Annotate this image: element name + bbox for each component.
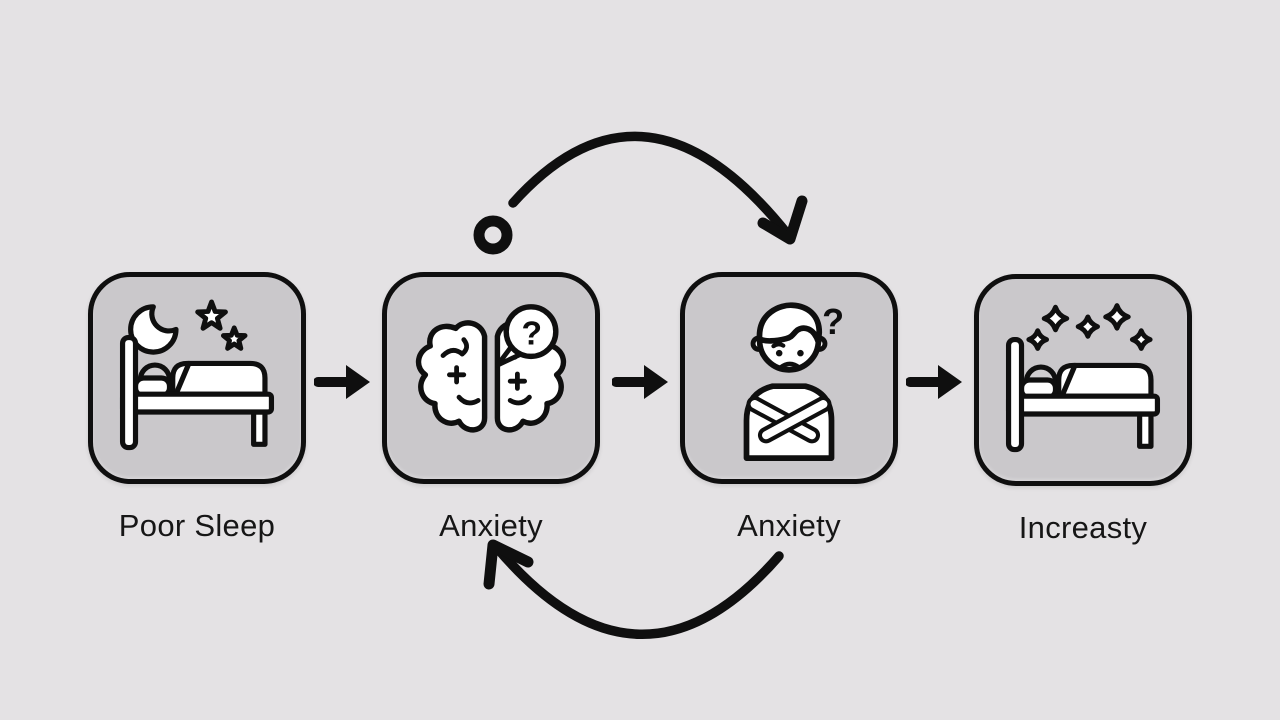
right-arrow-icon	[314, 365, 370, 399]
cycle-start-ring-icon	[473, 215, 513, 255]
node-box: ?	[680, 272, 898, 484]
bed-frame	[119, 391, 275, 415]
frown-mouth	[777, 361, 802, 371]
node-increasty: Increasty	[974, 274, 1192, 545]
node-label: Poor Sleep	[118, 508, 276, 543]
right-arrow-icon	[612, 365, 668, 399]
floating-question-mark: ?	[822, 301, 844, 342]
node-anxiety-brain: ? Anxiety	[382, 272, 600, 543]
bed-leg	[1137, 411, 1154, 449]
node-label: Anxiety	[737, 508, 841, 543]
moon-icon	[128, 304, 179, 355]
eye	[797, 349, 804, 357]
bed-icon	[1005, 336, 1161, 453]
star-icon	[195, 299, 228, 331]
cycle-arc-bottom-arrowhead-icon	[483, 539, 534, 590]
crossed-arms	[746, 395, 832, 444]
node-box	[974, 274, 1192, 486]
cycle-arc-top-icon	[508, 131, 794, 241]
bed-frame	[1005, 393, 1161, 417]
cycle-arc-top-arrowhead-icon	[757, 195, 808, 245]
eye	[775, 349, 783, 357]
bubble-question-mark: ?	[522, 315, 543, 352]
hair	[756, 302, 823, 345]
worried-person-icon: ?	[743, 301, 844, 461]
blanket	[170, 360, 268, 397]
node-poor-sleep: Poor Sleep	[88, 272, 306, 543]
node-box	[88, 272, 306, 484]
cycle-arc-bottom-icon	[493, 544, 784, 639]
brain-question-icon: ?	[415, 304, 567, 433]
bed-moon-stars-icon	[119, 299, 275, 451]
blanket	[1056, 362, 1154, 399]
headboard	[119, 334, 139, 451]
right-arrow-icon	[906, 365, 962, 399]
eyebrow	[771, 342, 786, 349]
speech-bubble-icon: ?	[495, 304, 559, 368]
person-icon	[743, 302, 835, 461]
star-icon	[220, 325, 248, 351]
bed-sparkles-icon	[1005, 303, 1161, 453]
node-label: Anxiety	[439, 508, 543, 543]
bed-icon	[119, 334, 275, 451]
node-box: ?	[382, 272, 600, 484]
bed-leg	[251, 409, 268, 447]
node-anxiety-person: ? Anxiety	[680, 272, 898, 543]
sparkles-icon	[1026, 303, 1153, 351]
headboard	[1005, 336, 1025, 453]
node-label: Increasty	[1018, 510, 1148, 545]
